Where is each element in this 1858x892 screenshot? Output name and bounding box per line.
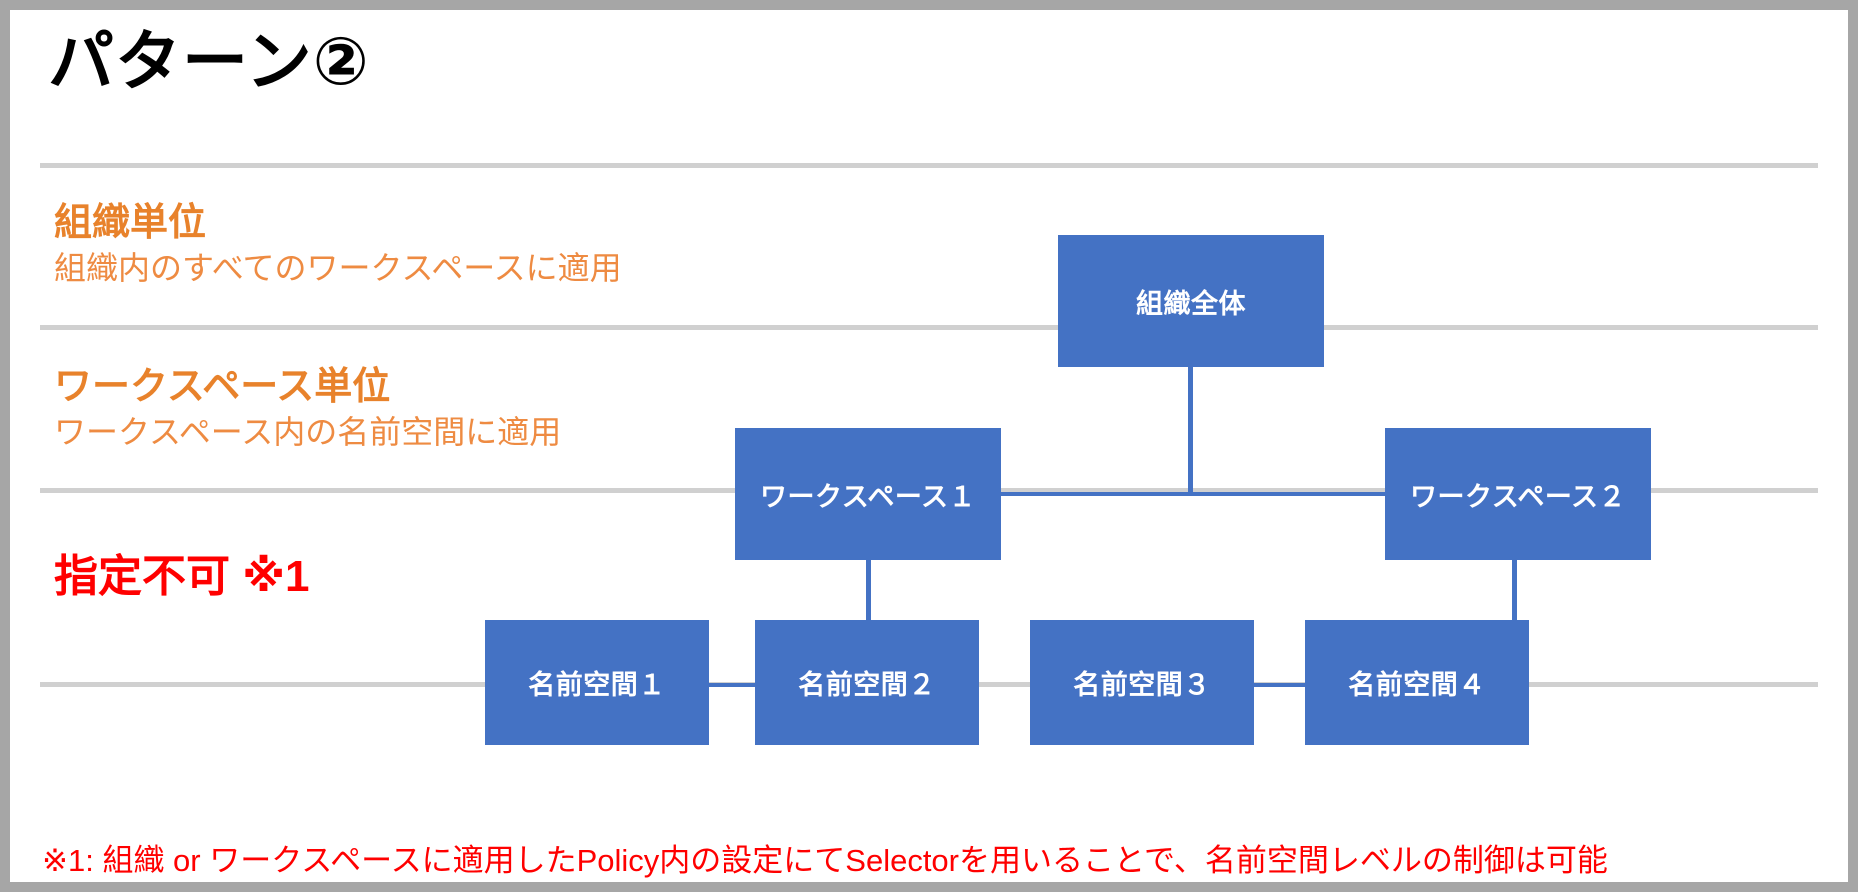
row-heading-organization: 組織単位 (54, 202, 207, 244)
node-organization[interactable]: 組織全体 (1058, 235, 1324, 367)
row-subtitle-workspace: ワークスペース内の名前空間に適用 (54, 413, 562, 450)
row-heading-workspace: ワークスペース単位 (54, 366, 391, 408)
node-namespace-1[interactable]: 名前空間１ (485, 620, 709, 745)
node-namespace-3[interactable]: 名前空間３ (1030, 620, 1254, 745)
row-label-workspace: ワークスペース単位 ワークスペース内の名前空間に適用 (54, 366, 562, 451)
row-subtitle-organization: 組織内のすべてのワークスペースに適用 (54, 249, 622, 286)
node-namespace-4[interactable]: 名前空間４ (1305, 620, 1529, 745)
row-label-organization: 組織単位 組織内のすべてのワークスペースに適用 (54, 202, 622, 287)
row-heading-namespace: 指定不可 ※1 (54, 552, 310, 601)
node-workspace-1[interactable]: ワークスペース１ (735, 428, 1001, 560)
connector-org-down (1188, 367, 1193, 494)
slide-canvas: パターン② 組織単位 組織内のすべてのワークスペースに適用 ワークスペース単位 … (10, 10, 1848, 882)
page-title: パターン② (48, 24, 370, 98)
divider-top (40, 163, 1818, 168)
node-namespace-2[interactable]: 名前空間２ (755, 620, 979, 745)
row-label-namespace: 指定不可 ※1 (54, 552, 310, 601)
footnote-text: ※1: 組織 or ワークスペースに適用したPolicy内の設定にてSelect… (42, 843, 1608, 878)
node-workspace-2[interactable]: ワークスペース２ (1385, 428, 1651, 560)
hierarchy-diagram: 組織全体 ワークスペース１ ワークスペース２ 名前空間１ 名前空間２ 名前空間３… (10, 10, 1848, 882)
divider-org-workspace (40, 325, 1818, 330)
connector-workspace-bus (996, 492, 1390, 496)
